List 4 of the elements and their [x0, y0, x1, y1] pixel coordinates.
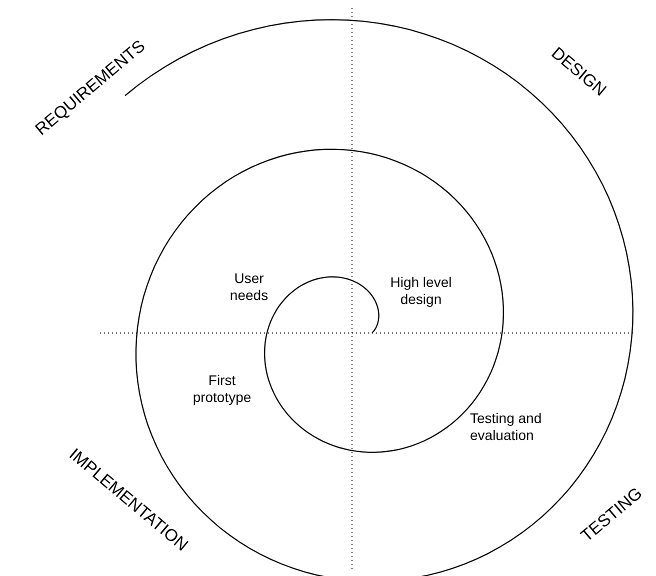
stage-label: Testing and evaluation	[470, 410, 543, 444]
stage-label: First prototype	[192, 372, 252, 406]
stage-label: User needs	[228, 270, 270, 304]
stage-label: High level design	[389, 274, 453, 308]
